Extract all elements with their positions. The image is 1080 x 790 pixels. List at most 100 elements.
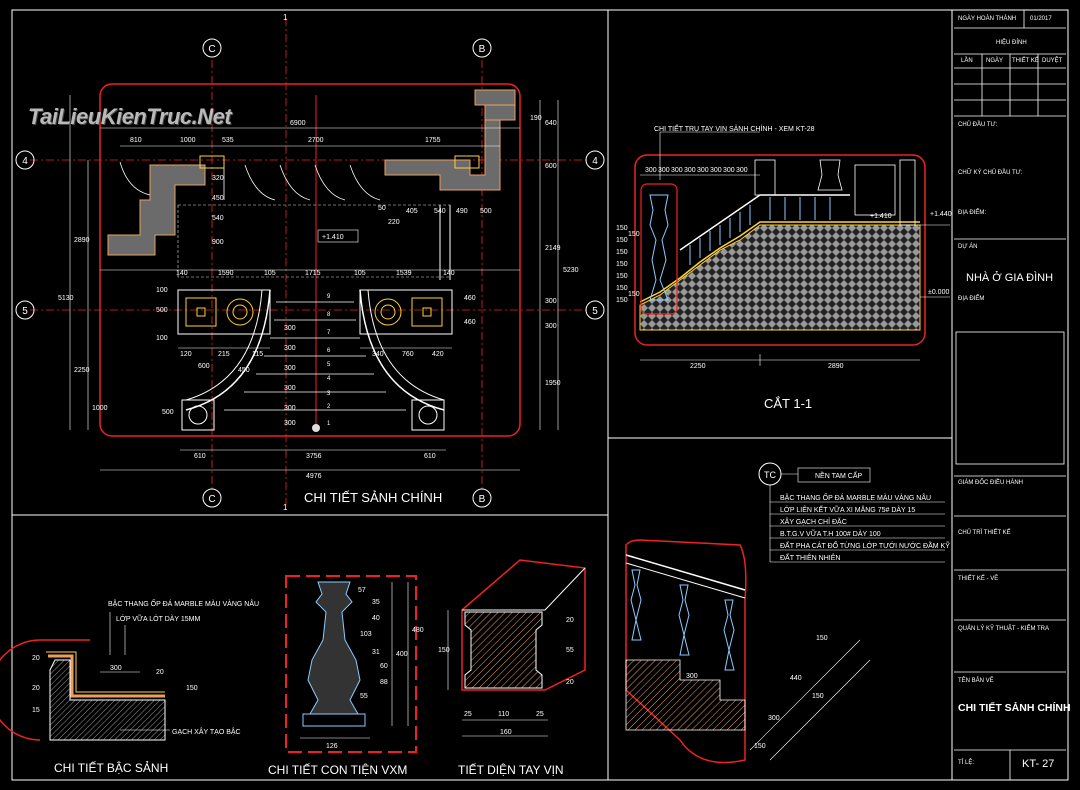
axis-bubble-c-top: C	[202, 38, 222, 58]
door-swings	[119, 161, 381, 201]
designer-label: THIẾT KẾ - VẼ	[958, 576, 999, 582]
axis-bubble-5-left: 5	[15, 300, 35, 320]
date-label: NGÀY HOÀN THÀNH	[958, 16, 1017, 22]
plan-balustrade-left	[177, 289, 271, 411]
svg-text:150: 150	[616, 249, 628, 256]
location-label: ĐỊA ĐIỂM:	[958, 210, 987, 216]
svg-text:340: 340	[372, 351, 384, 358]
svg-text:110: 110	[498, 711, 509, 718]
svg-text:440: 440	[790, 675, 802, 682]
title-block-grid	[954, 10, 1066, 780]
svg-text:C: C	[208, 494, 215, 505]
svg-text:1755: 1755	[425, 137, 441, 144]
svg-text:150: 150	[754, 743, 766, 750]
svg-text:300: 300	[697, 167, 709, 174]
svg-text:140: 140	[443, 270, 455, 277]
svg-text:300: 300	[284, 385, 296, 392]
svg-text:±0.000: ±0.000	[928, 289, 949, 296]
svg-text:190: 190	[530, 115, 542, 122]
layer-legend: TC NỀN TAM CẤP BẬC THANG ỐP ĐÁ MARBLE MÀ…	[758, 462, 950, 563]
section-view: +1.410 +1.440 ±0.000 CHI TIẾT TRỤ TAY VỊ…	[616, 123, 952, 411]
svg-text:3: 3	[327, 391, 331, 397]
svg-text:1715: 1715	[305, 270, 321, 277]
svg-text:300: 300	[545, 323, 557, 330]
project-label: DỰ ÁN	[958, 244, 978, 250]
owner-sign-label: CHỮ KÝ CHỦ ĐẦU TƯ:	[958, 170, 1023, 176]
svg-text:4: 4	[327, 376, 331, 382]
svg-text:40: 40	[372, 615, 380, 622]
stair-rail-detail: 300 150 440 300 150 150	[625, 539, 871, 764]
plan-boundary	[99, 83, 521, 437]
svg-text:20: 20	[32, 655, 40, 662]
project-name: NHÀ Ở GIA ĐÌNH	[966, 272, 1054, 284]
section-note: CHI TIẾT TRỤ TAY VỊN SẢNH CHÍNH - XEM KT…	[654, 123, 815, 133]
svg-text:8: 8	[327, 312, 331, 318]
svg-text:900: 900	[212, 239, 224, 246]
svg-text:300: 300	[658, 167, 670, 174]
svg-text:150: 150	[628, 231, 640, 238]
legend-item: B.T.G.V VỮA T.H 100# DÀY 100	[780, 529, 881, 538]
svg-text:120: 120	[180, 351, 192, 358]
plan-steps	[224, 301, 406, 411]
legend-item: BẬC THANG ỐP ĐÁ MARBLE MÀU VÀNG NÂU	[780, 492, 931, 502]
svg-text:500: 500	[162, 409, 174, 416]
legend-item: ĐẤT THIÊN NHIÊN	[780, 552, 840, 562]
svg-text:600: 600	[198, 363, 210, 370]
scale-label: TỈ LỆ:	[958, 760, 975, 766]
sheet-name-label: TÊN BẢN VẼ	[958, 678, 994, 684]
step-detail: BẬC THANG ỐP ĐÁ MARBLE MÀU VÀNG NÂU LỚP …	[0, 598, 259, 775]
svg-text:BẬC THANG ỐP ĐÁ MARBLE MÀU VÀN: BẬC THANG ỐP ĐÁ MARBLE MÀU VÀNG NÂU	[108, 598, 259, 608]
svg-text:450: 450	[238, 367, 250, 374]
svg-text:+1.410: +1.410	[870, 213, 892, 220]
svg-text:6: 6	[327, 348, 331, 354]
svg-text:150: 150	[816, 635, 828, 642]
axis-bubble-4-left: 4	[15, 150, 35, 170]
section-top-dims: 300 300 300 300 300 300 300 300	[645, 167, 748, 174]
svg-text:300: 300	[284, 420, 296, 427]
svg-text:25: 25	[464, 711, 472, 718]
svg-text:126: 126	[326, 743, 338, 750]
sheet-frame	[11, 9, 1069, 781]
svg-text:B: B	[479, 44, 486, 55]
svg-text:20: 20	[156, 669, 164, 676]
handrail-dims: 25 110 25 160 150 55 20 20	[438, 617, 574, 736]
svg-text:+1.410: +1.410	[322, 234, 344, 241]
svg-text:150: 150	[616, 297, 628, 304]
svg-text:15: 15	[32, 707, 40, 714]
svg-text:150: 150	[616, 273, 628, 280]
revision-col: LẦN	[961, 58, 973, 64]
svg-text:5: 5	[327, 362, 331, 368]
legend-item: LỚP LIÊN KẾT VỮA XI MĂNG 75# DÀY 15	[780, 504, 915, 514]
svg-text:5230: 5230	[563, 267, 579, 274]
svg-text:300: 300	[110, 665, 122, 672]
plan-walls	[107, 89, 516, 256]
svg-text:2250: 2250	[74, 367, 90, 374]
svg-text:460: 460	[464, 319, 476, 326]
svg-text:1000: 1000	[92, 405, 108, 412]
qc-label: QUẢN LÝ KỸ THUẬT - KIỂM TRA	[958, 626, 1050, 632]
svg-text:2149: 2149	[545, 245, 561, 252]
plan-level-tag: +1.410	[317, 229, 359, 243]
svg-text:7: 7	[327, 330, 331, 336]
svg-text:810: 810	[130, 137, 142, 144]
svg-text:35: 35	[372, 599, 380, 606]
axis-bubble-b-bottom: B	[472, 488, 492, 508]
svg-text:57: 57	[358, 587, 366, 594]
watermark-logo: TaiLieuKienTruc.Net	[28, 104, 232, 129]
svg-text:5: 5	[592, 306, 598, 317]
lead-designer-label: CHỦ TRÌ THIẾT KẾ	[958, 530, 1011, 536]
svg-text:2250: 2250	[690, 363, 706, 370]
svg-text:9: 9	[327, 294, 331, 300]
svg-text:300: 300	[545, 298, 557, 305]
svg-text:460: 460	[464, 295, 476, 302]
step-detail-title: CHI TIẾT BẬC SẢNH	[54, 760, 168, 775]
svg-text:610: 610	[194, 453, 206, 460]
handrail-detail: 25 110 25 160 150 55 20 20 TIẾT DIỆN TAY…	[438, 559, 586, 777]
svg-text:300: 300	[284, 405, 296, 412]
svg-text:1590: 1590	[218, 270, 234, 277]
svg-text:5: 5	[22, 306, 28, 317]
svg-text:540: 540	[434, 208, 446, 215]
cut-marker-top: 1	[283, 13, 288, 22]
section-fill	[639, 224, 921, 331]
